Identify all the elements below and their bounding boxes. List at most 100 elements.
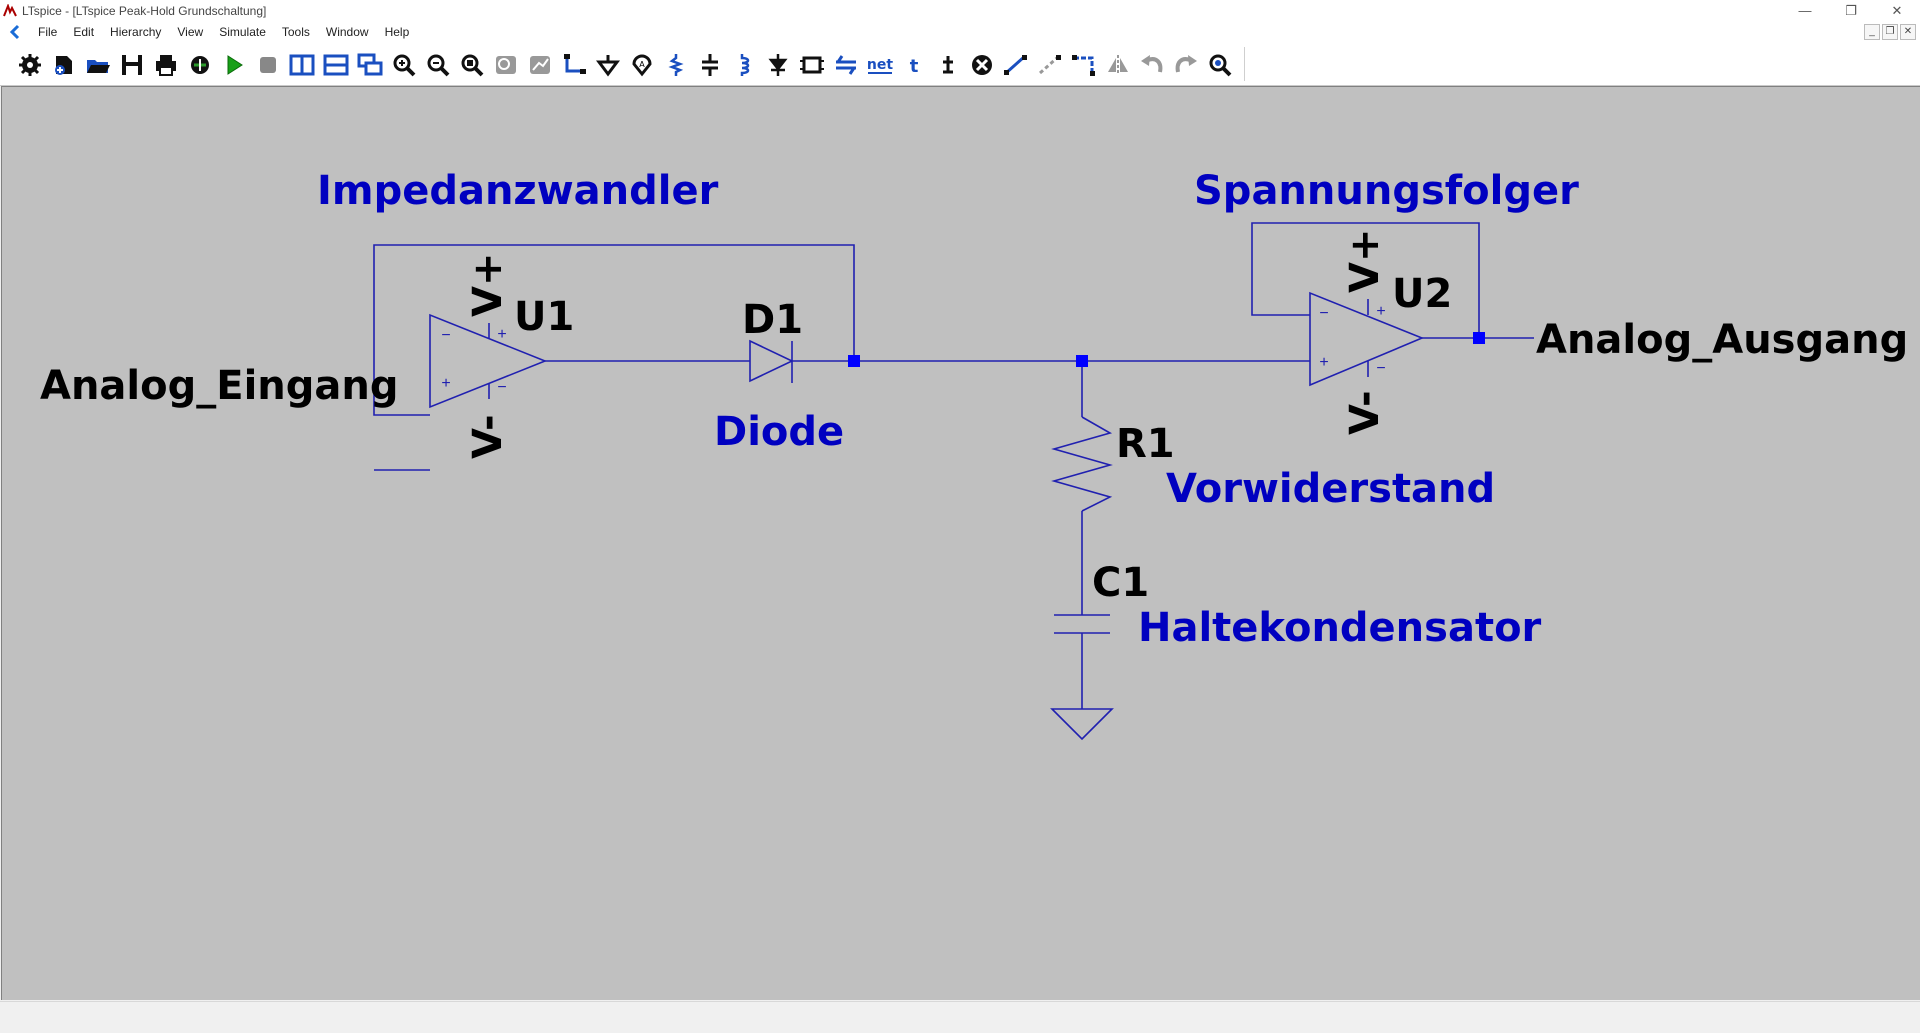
wire-icon [564, 54, 586, 74]
window-title: LTspice - [LTspice Peak-Hold Grundschalt… [22, 3, 267, 18]
move-button[interactable] [832, 52, 860, 78]
u1-vminus-pin-sign: − [497, 379, 506, 396]
tile-horizontal-button[interactable] [322, 52, 350, 78]
drag-button[interactable] [1002, 52, 1030, 78]
refdes-c1[interactable]: C1 [1092, 560, 1149, 606]
note-impedanzwandler[interactable]: Impedanzwandler [317, 168, 719, 214]
run-icon [227, 55, 243, 75]
u2-vplus-label[interactable]: V+ [1342, 229, 1388, 293]
u2-vminus-label[interactable]: V- [1342, 390, 1388, 435]
note-vorwiderstand[interactable]: Vorwiderstand [1166, 466, 1495, 512]
refdes-u1[interactable]: U1 [514, 294, 574, 340]
diode-icon [768, 54, 788, 76]
zoom-area-icon [496, 56, 516, 74]
menu-view[interactable]: View [177, 25, 204, 39]
undo-button[interactable] [1138, 52, 1166, 78]
u1-vplus-pin-sign: + [497, 326, 506, 343]
menu-tools[interactable]: Tools [281, 25, 310, 39]
text-label: t [910, 56, 919, 77]
u2-plus-sign: + [1319, 354, 1328, 371]
minimize-button[interactable]: — [1798, 3, 1812, 18]
save-icon [122, 55, 142, 75]
menu-simulate[interactable]: Simulate [219, 25, 266, 39]
zoom-in-button[interactable] [390, 52, 418, 78]
cascade-button[interactable] [356, 52, 384, 78]
opamp-u2[interactable] [1309, 291, 1425, 387]
note-haltekondensator[interactable]: Haltekondensator [1138, 605, 1542, 651]
menu-window[interactable]: Window [325, 25, 369, 39]
print-icon [156, 55, 176, 76]
label-net-button[interactable]: A [628, 52, 656, 78]
save-button[interactable] [118, 52, 146, 78]
mdi-minimize-button[interactable]: _ [1864, 24, 1880, 40]
schematic-canvas[interactable]: − + + − − + + − [1, 86, 1920, 1000]
settings-button[interactable] [16, 52, 44, 78]
zoom-fit-button[interactable] [458, 52, 486, 78]
ground-button[interactable] [594, 52, 622, 78]
new-schematic-icon [55, 56, 72, 75]
print-button[interactable] [152, 52, 180, 78]
menu-edit[interactable]: Edit [73, 25, 95, 39]
status-bar [0, 1001, 1920, 1033]
refdes-r1[interactable]: R1 [1116, 421, 1175, 467]
wire-button[interactable] [560, 52, 588, 78]
wire-u1-feedback[interactable] [373, 244, 855, 416]
zoom-area-button[interactable] [492, 52, 520, 78]
wire-u2-feedback[interactable] [1251, 222, 1480, 338]
spice-directive-icon [943, 56, 953, 74]
redo-button[interactable] [1172, 52, 1200, 78]
open-button[interactable] [84, 52, 112, 78]
stop-icon [260, 57, 276, 73]
text-button[interactable]: t [900, 52, 928, 78]
junction-r1-node [1076, 355, 1088, 367]
opamp-u1[interactable] [429, 313, 548, 409]
capacitor-icon [702, 54, 718, 76]
menu-help[interactable]: Help [384, 25, 410, 39]
capacitor-c1[interactable] [1054, 614, 1110, 634]
rotate-button[interactable] [1070, 52, 1098, 78]
menu-file[interactable]: File [38, 25, 58, 39]
menu-bar: File Edit Hierarchy View Simulate Tools … [0, 21, 1920, 43]
duplicate-button[interactable] [1036, 52, 1064, 78]
drag-icon [1004, 55, 1027, 75]
stop-button[interactable] [254, 52, 282, 78]
net-label-output[interactable]: Analog_Ausgang [1536, 317, 1908, 363]
mdi-close-button[interactable]: ✕ [1900, 24, 1916, 40]
u1-vminus-label[interactable]: V- [465, 414, 511, 459]
resistor-button[interactable] [662, 52, 690, 78]
component-button[interactable] [798, 52, 826, 78]
diode-d1[interactable] [749, 339, 794, 383]
net-label-input[interactable]: Analog_Eingang [40, 363, 399, 409]
zoom-out-button[interactable] [424, 52, 452, 78]
resistor-r1[interactable] [1051, 416, 1113, 512]
close-button[interactable]: ✕ [1891, 2, 1903, 18]
netlist-button[interactable] [186, 52, 214, 78]
diode-button[interactable] [764, 52, 792, 78]
ground-symbol[interactable] [1050, 708, 1114, 741]
note-diode[interactable]: Diode [714, 409, 844, 455]
find-button[interactable] [1206, 52, 1234, 78]
refdes-u2[interactable]: U2 [1392, 271, 1452, 317]
spice-directive-button[interactable] [934, 52, 962, 78]
capacitor-button[interactable] [696, 52, 724, 78]
run-button[interactable] [220, 52, 248, 78]
mdi-restore-button[interactable]: ❐ [1882, 24, 1898, 40]
tile-vertical-button[interactable] [288, 52, 316, 78]
delete-button[interactable] [968, 52, 996, 78]
autorange-button[interactable] [526, 52, 554, 78]
document-window-icon[interactable] [8, 24, 24, 40]
net-label-button[interactable]: net [866, 52, 894, 78]
inductor-button[interactable] [730, 52, 758, 78]
mirror-button[interactable] [1104, 52, 1132, 78]
redo-icon [1175, 55, 1197, 73]
restore-button[interactable]: ❐ [1845, 2, 1857, 18]
note-spannungsfolger[interactable]: Spannungsfolger [1194, 168, 1579, 214]
schematic-drawing: − + + − − + + − [40, 168, 1908, 741]
netlist-icon [191, 56, 209, 74]
refdes-d1[interactable]: D1 [742, 297, 803, 343]
autorange-icon [530, 56, 550, 74]
new-schematic-button[interactable] [50, 52, 78, 78]
net-text-icon: net [867, 57, 893, 74]
u1-vplus-label[interactable]: V+ [465, 253, 511, 317]
menu-hierarchy[interactable]: Hierarchy [110, 25, 162, 39]
